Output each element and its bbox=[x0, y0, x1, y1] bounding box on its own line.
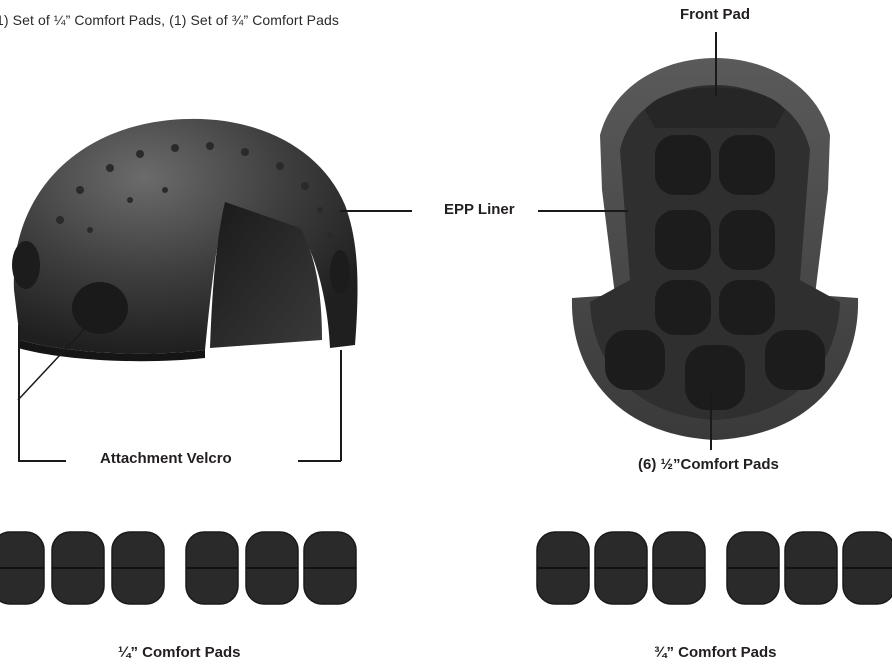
epp-liner-label: EPP Liner bbox=[444, 201, 515, 218]
front-pad-label: Front Pad bbox=[680, 6, 750, 23]
half-inch-pads-label: (6) ½”Comfort Pads bbox=[638, 456, 779, 473]
three-quarter-inch-pads-label: ¾” Comfort Pads bbox=[654, 644, 777, 661]
attachment-velcro-label: Attachment Velcro bbox=[100, 450, 232, 467]
quarter-inch-pads-label: ¼” Comfort Pads bbox=[118, 644, 241, 661]
